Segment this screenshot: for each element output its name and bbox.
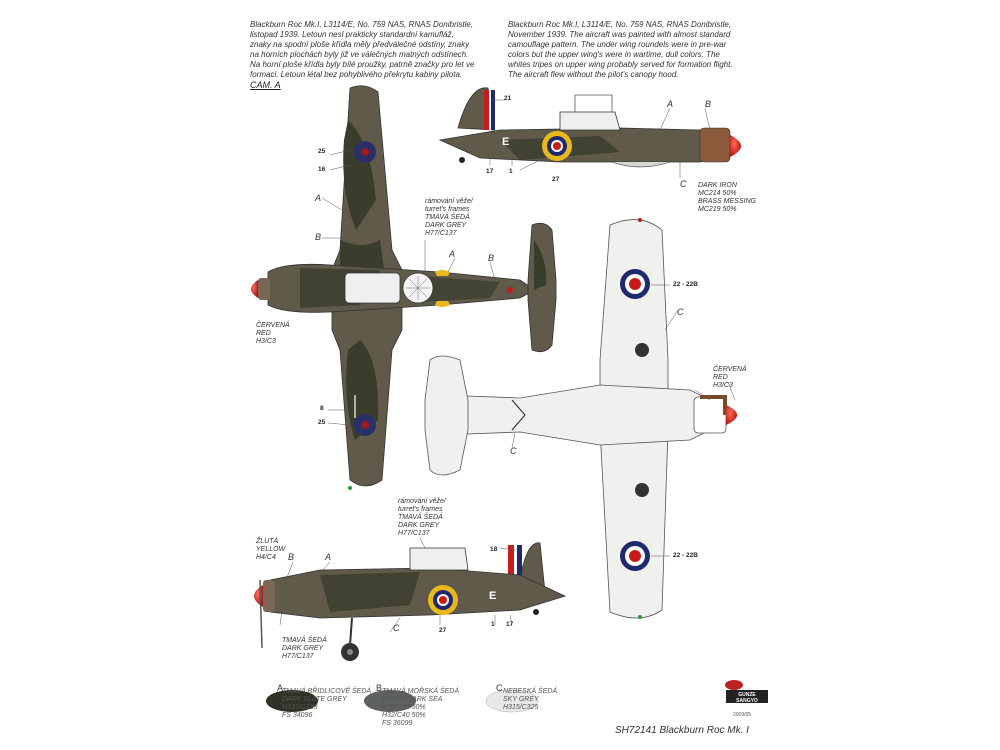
callout-1-a: 1: [509, 168, 513, 175]
cam-label: CAM. A: [250, 80, 281, 90]
swatch-c: [485, 689, 539, 713]
code-letter-top: E: [502, 136, 510, 148]
letter-a-2: A: [449, 249, 456, 259]
top-spinner: [251, 280, 258, 298]
callout-17-a: 17: [486, 168, 494, 175]
swatch-a: [266, 690, 318, 712]
intro-english: Blackburn Roc Mk.I, L3114/E, No. 759 NAS…: [508, 20, 733, 79]
callout-16: 16: [318, 166, 326, 173]
swatch-b-letter: B: [376, 683, 383, 693]
letter-b-1: B: [315, 232, 322, 242]
callout-1-b: 1: [491, 621, 495, 628]
letter-c-4: C: [393, 623, 400, 633]
callout-27-a: 27: [552, 176, 560, 183]
callout-25-a: 25: [318, 148, 326, 155]
top-tailplane: [527, 222, 557, 353]
swatch-a-letter: A: [277, 683, 284, 693]
sheet-title: SH72141 Blackburn Roc Mk. I: [615, 725, 749, 736]
callout-22-b: 22 - 22B: [673, 552, 698, 559]
letter-b-3: B: [705, 99, 712, 109]
letter-b-2: B: [488, 253, 495, 263]
intro-czech: Blackburn Roc Mk.I, L3114/E, No. 759 NAS…: [250, 20, 475, 79]
letter-c-3: C: [510, 446, 517, 456]
letter-c-2: C: [677, 307, 684, 317]
logo-text: GUNZE SANGYO: [736, 692, 758, 704]
letter-b-4: B: [288, 552, 295, 562]
swatch-c-letter: C: [496, 683, 503, 693]
callout-21: 21: [504, 95, 512, 102]
code-letter-bottom: E: [489, 590, 497, 602]
top-view: [251, 85, 557, 490]
letter-a-4: A: [325, 552, 332, 562]
top-cockpit-frame: [344, 272, 401, 304]
callout-18: 18: [490, 546, 498, 553]
swatch-b: [364, 690, 416, 712]
letter-a-1: A: [315, 193, 322, 203]
letter-c-1: C: [680, 179, 687, 189]
letter-a-3: A: [667, 99, 674, 109]
sheet-date: 2009/05: [733, 712, 752, 718]
callout-lines: [279, 99, 736, 633]
bottom-view: [424, 218, 737, 619]
bottom-fuselage: [439, 384, 711, 446]
side-view-bottom: [254, 542, 567, 661]
callout-27-b: 27: [439, 627, 447, 634]
side-view-top: [438, 87, 741, 168]
gunze-sangyo-logo: [725, 680, 768, 703]
instruction-sheet: [220, 0, 780, 750]
bottom-tailplane: [424, 355, 469, 476]
callout-17-b: 17: [506, 621, 514, 628]
callout-22-a: 22 - 22B: [673, 281, 698, 288]
callout-8: 8: [320, 405, 324, 412]
callout-25-b: 25: [318, 419, 326, 426]
